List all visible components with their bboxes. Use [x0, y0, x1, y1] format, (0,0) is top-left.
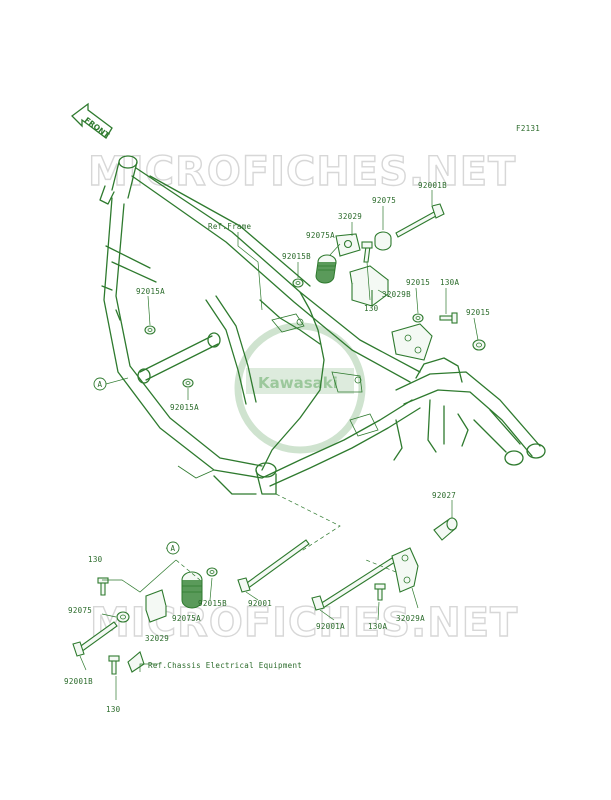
bracket-32029b [349, 265, 389, 307]
front-arrow-icon: FRONT [71, 102, 113, 140]
part-label: 32029 [145, 634, 169, 643]
part-label: 92015A [170, 403, 199, 412]
bolt-92001 [237, 539, 310, 593]
ref-chassis-label: Ref.Chassis Electrical Equipment [148, 661, 302, 670]
part-number-labels: 92001B 92075 32029 92075A 92015B 130 320… [64, 181, 490, 714]
part-label: 92001B [64, 677, 93, 686]
nut-92015b-upper [292, 278, 304, 288]
nut-92015-a [412, 313, 424, 323]
part-label: 130 [106, 705, 121, 714]
part-label: 92075A [172, 614, 201, 623]
part-label: 130 [88, 555, 103, 564]
part-label: 92015 [406, 278, 430, 287]
bracket-32029a [391, 547, 419, 593]
callout-a-letter-frame: A [98, 380, 103, 389]
bolt-130-upper [361, 241, 373, 263]
part-label: 92015 [466, 308, 490, 317]
part-label: 32029 [338, 212, 362, 221]
nut-92015b-lower [206, 567, 218, 577]
damper-92075a-lower [181, 571, 203, 609]
collar-92075-upper [374, 231, 392, 251]
lower-mount-parts [72, 517, 458, 675]
logo-text: Kawasaki [258, 374, 338, 392]
upper-mount-parts [144, 203, 486, 388]
part-label: 130A [440, 278, 459, 287]
bolt-130-lower-left [97, 577, 109, 596]
part-label: 92075 [68, 606, 92, 615]
damper-92075a-upper [315, 254, 337, 284]
watermark-top: MICROFICHES.NET [88, 149, 516, 195]
part-label: 130 [364, 304, 379, 313]
kawasaki-logo: Kawasaki [234, 322, 366, 454]
bolt-130-lower-bottom [108, 655, 120, 675]
part-label: 32029B [382, 290, 411, 299]
bolt-130a-upper [439, 312, 458, 324]
ref-frame-label: Ref.Frame [208, 222, 252, 231]
part-label: 32029A [396, 614, 425, 623]
part-label: 92001 [248, 599, 272, 608]
bracket-32029-lower [145, 589, 167, 623]
part-label: 92015A [136, 287, 165, 296]
nut-92015a-lower [182, 378, 194, 388]
part-label: 92001A [316, 622, 345, 631]
plate-bracket [391, 323, 433, 361]
clamp-bracket [127, 651, 145, 673]
figure-code: F2131 [516, 124, 540, 133]
bolt-130a-lower [374, 583, 386, 601]
part-label: 92015B [198, 599, 227, 608]
part-label: 130A [368, 622, 387, 631]
bracket-32029-upper [335, 233, 361, 257]
callout-a-lower: A [166, 541, 180, 555]
leader-lines [79, 190, 479, 700]
callout-a-frame: A [93, 377, 107, 391]
nut-92015a-upper [144, 325, 156, 335]
bolt-92001b-lower [72, 621, 118, 657]
motorcycle-frame [99, 155, 546, 495]
collar-92075-lower [116, 611, 130, 623]
collar-92027 [433, 517, 458, 541]
callout-a-letter-lower: A [171, 544, 176, 553]
part-label: 92027 [432, 491, 456, 500]
part-label: 92001B [418, 181, 447, 190]
nut-92015-b [472, 339, 486, 351]
part-label: 92075 [372, 196, 396, 205]
part-label: 92015B [282, 252, 311, 261]
bolt-92001b-upper [395, 203, 445, 238]
part-label: 92075A [306, 231, 335, 240]
